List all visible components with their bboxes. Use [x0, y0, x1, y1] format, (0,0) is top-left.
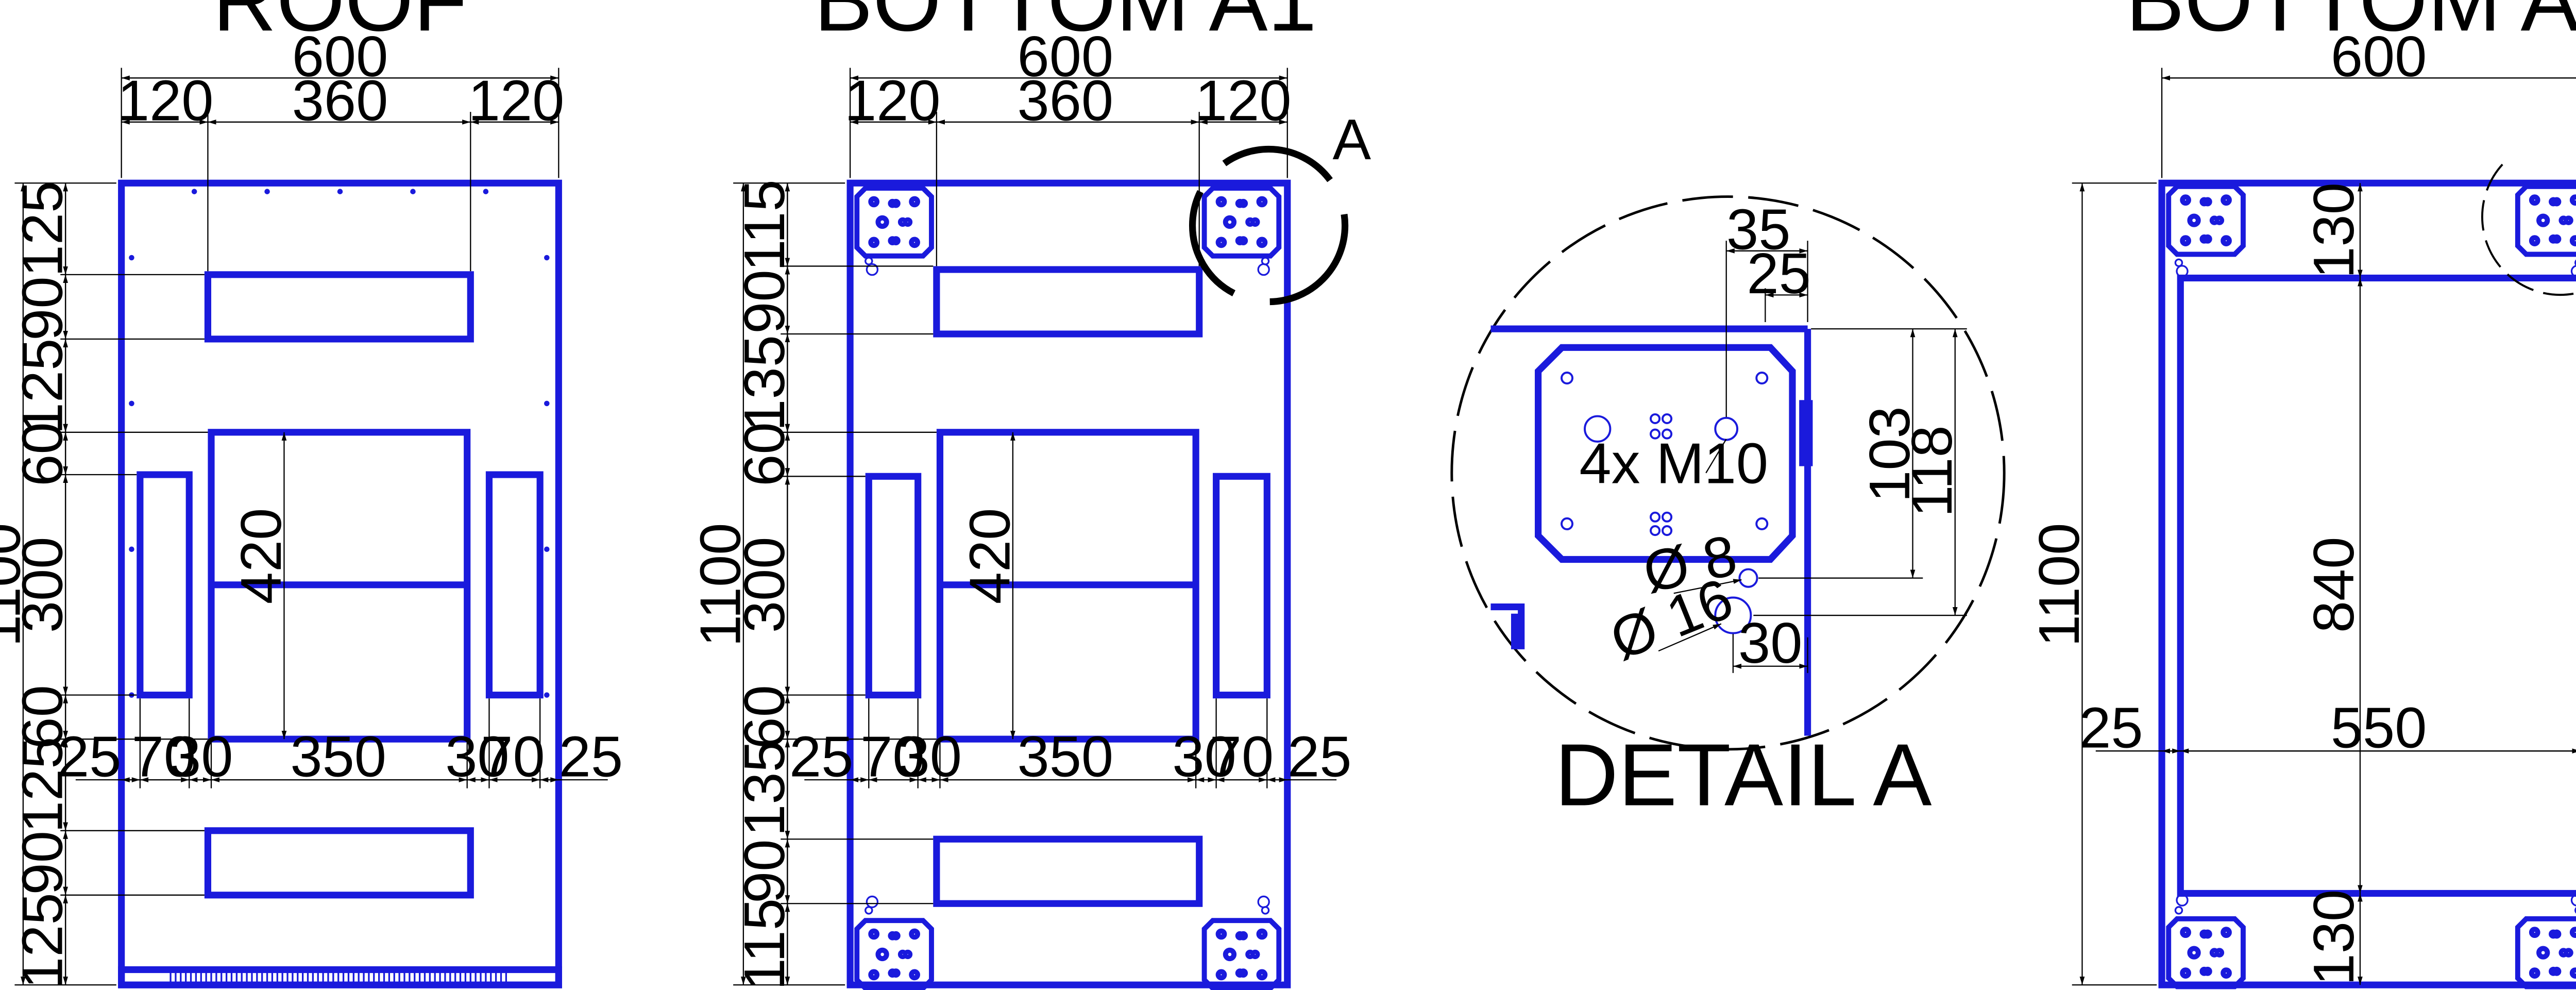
- roof-dim-v-60a: 60: [10, 422, 75, 486]
- roof-dim-v-125d: 125: [10, 893, 75, 989]
- roof-view: 600 120 360 120 1100 125 90 125 60 300 6…: [0, 24, 623, 989]
- a1-dim-width-left: 120: [844, 69, 941, 133]
- a3-dim-h-25a: 25: [2079, 696, 2143, 760]
- detail-dim-103: 103: [1857, 406, 1922, 502]
- bottom-a3-title: BOTTOM A3: [2126, 0, 2576, 49]
- a1-dim-v-60b: 60: [732, 685, 796, 749]
- a1-dim-width-right: 120: [1195, 69, 1292, 133]
- bottom-a3-foot-plate-tr: [2518, 187, 2576, 255]
- roof-dim-h-70b: 70: [481, 725, 545, 789]
- roof-vent-slots: [170, 971, 507, 983]
- a1-dim-h-30b: 30: [1172, 725, 1236, 789]
- roof-dim-h-70a: 70: [132, 725, 196, 789]
- roof-dim-width-right: 120: [468, 69, 565, 133]
- roof-dim-v-60b: 60: [10, 685, 75, 749]
- a1-dim-v-90a: 90: [732, 270, 796, 333]
- a1-dim-v-135b: 135: [732, 740, 796, 836]
- roof-dim-v-90b: 90: [10, 831, 75, 895]
- a1-dim-h-30a: 30: [898, 725, 962, 789]
- detail-marker-label: A: [1332, 107, 1371, 172]
- bottom-a1-foot-plate-tl: [857, 188, 931, 256]
- roof-fixing-dots: [129, 189, 550, 698]
- a1-dim-h-25a: 25: [789, 725, 853, 789]
- roof-dim-v-125c: 125: [10, 737, 75, 833]
- roof-dim-h-30b: 30: [445, 725, 509, 789]
- a3-dim-v-840: 840: [2301, 537, 2366, 633]
- a1-dim-h-70a: 70: [860, 725, 924, 789]
- a3-dim-v-130b: 130: [2301, 890, 2366, 986]
- bottom-a1-view: A: [688, 24, 1371, 990]
- roof-title: ROOF: [213, 0, 467, 49]
- bottom-a3-foot-plate-br: [2518, 919, 2576, 987]
- roof-dim-v-125b: 125: [10, 339, 75, 435]
- roof-dim-v-300: 300: [10, 537, 75, 633]
- a1-dim-v-90b: 90: [732, 840, 796, 903]
- bottom-a1-title: BOTTOM A1: [814, 0, 1317, 49]
- detail-a-view: 35 25 103 118 4x M10 Ø 8 Ø 16 30 DETAIL …: [1450, 195, 2006, 824]
- a1-dim-height-total: 1100: [688, 523, 752, 647]
- roof-dim-v-125a: 125: [10, 181, 75, 277]
- a1-dim-h-25b: 25: [1287, 725, 1351, 789]
- bottom-a1-foot-plate-br: [1205, 920, 1279, 988]
- detail-dim-25: 25: [1747, 241, 1810, 306]
- a3-dim-width-total: 600: [2331, 24, 2427, 89]
- detail-dim-30: 30: [1738, 611, 1802, 675]
- a1-dim-v-60a: 60: [732, 422, 796, 486]
- roof-dim-width-total: 600: [292, 24, 388, 89]
- a3-dim-h-550: 550: [2331, 696, 2427, 760]
- detail-dim-35: 35: [1726, 197, 1790, 262]
- bottom-a3-foot-plate-tl: [2168, 187, 2243, 255]
- roof-dim-v-90a: 90: [10, 276, 75, 340]
- a3-dim-height-total: 1100: [2027, 523, 2091, 647]
- a1-dim-inner-420: 420: [957, 508, 1022, 605]
- roof-dim-width-left: 120: [117, 69, 214, 133]
- roof-dim-inner-420: 420: [229, 508, 293, 605]
- a1-dim-v-135a: 135: [732, 335, 796, 431]
- roof-dim-h-25b: 25: [559, 725, 623, 789]
- roof-dim-h-25a: 25: [57, 725, 121, 789]
- a1-dim-width-total: 600: [1018, 24, 1114, 89]
- bottom-a3-view: 600 1100 130 840 130 25 550 25: [2027, 24, 2576, 986]
- a1-dim-h-70b: 70: [1210, 725, 1274, 789]
- roof-dim-width-middle: 360: [292, 69, 388, 133]
- a1-dim-h-350: 350: [1018, 725, 1114, 789]
- bottom-a3-foot-plate-bl: [2168, 919, 2243, 987]
- detail-bolts-label: 4x M10: [1579, 431, 1768, 495]
- roof-dim-height-total: 1100: [0, 523, 32, 647]
- a1-dim-width-middle: 360: [1018, 69, 1114, 133]
- roof-dim-h-350: 350: [290, 725, 386, 789]
- detail-dim-118: 118: [1900, 425, 1964, 517]
- a1-dim-v-115b: 115: [732, 898, 796, 990]
- a3-dim-v-130a: 130: [2301, 182, 2366, 279]
- detail-a-title: DETAIL A: [1555, 726, 1932, 824]
- roof-dim-h-30a: 30: [169, 725, 233, 789]
- bottom-a1-foot-plate-tr: [1205, 188, 1279, 256]
- a1-dim-v-115a: 115: [732, 179, 796, 271]
- a1-dim-v-300: 300: [732, 537, 796, 633]
- bottom-a1-foot-plate-bl: [857, 920, 931, 988]
